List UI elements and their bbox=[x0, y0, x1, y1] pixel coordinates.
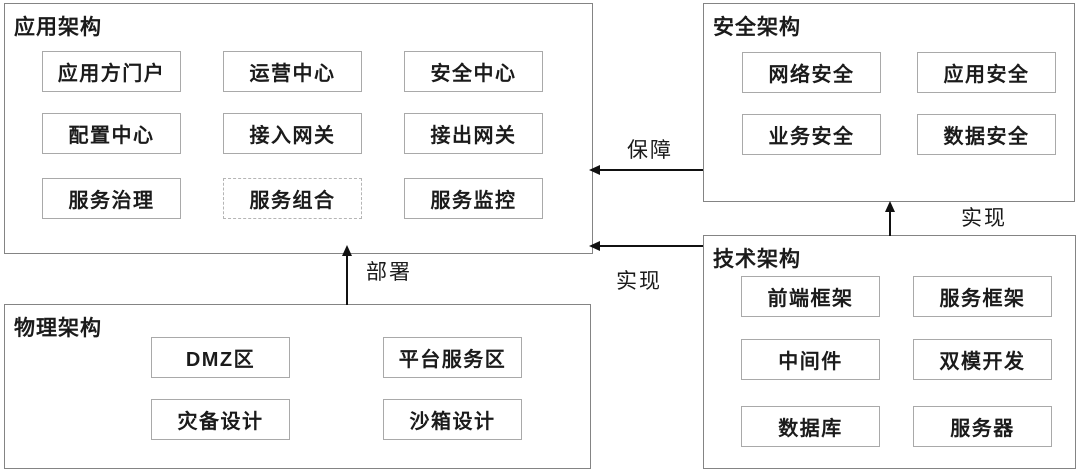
item-inbound-gateway: 接入网关 bbox=[223, 113, 362, 154]
group-title: 安全架构 bbox=[713, 16, 801, 39]
item-data-security: 数据安全 bbox=[917, 114, 1056, 155]
arrowhead-up-icon bbox=[885, 201, 895, 212]
item-outbound-gateway: 接出网关 bbox=[404, 113, 543, 154]
arrowhead-left-icon bbox=[589, 241, 600, 251]
item-operations-center: 运营中心 bbox=[223, 51, 362, 92]
item-config-center: 配置中心 bbox=[42, 113, 181, 154]
item-application-security: 应用安全 bbox=[917, 52, 1056, 93]
arrowhead-up-icon bbox=[342, 245, 352, 256]
group-title: 物理架构 bbox=[14, 317, 102, 340]
group-physical-architecture: 物理架构 DMZ区 平台服务区 灾备设计 沙箱设计 bbox=[4, 304, 591, 469]
item-middleware: 中间件 bbox=[741, 339, 880, 380]
group-title: 应用架构 bbox=[14, 16, 102, 39]
item-dual-mode-development: 双模开发 bbox=[913, 339, 1052, 380]
guarantee-arrow-line bbox=[600, 169, 703, 171]
item-service-governance: 服务治理 bbox=[42, 178, 181, 219]
group-application-architecture: 应用架构 应用方门户 运营中心 安全中心 配置中心 接入网关 接出网关 服务治理… bbox=[4, 3, 593, 254]
item-app-portal: 应用方门户 bbox=[42, 51, 181, 92]
item-business-security: 业务安全 bbox=[742, 114, 881, 155]
item-server: 服务器 bbox=[913, 406, 1052, 447]
realize-vertical-arrow-line bbox=[889, 212, 891, 236]
deploy-arrow-line bbox=[346, 256, 348, 305]
item-service-composition: 服务组合 bbox=[223, 178, 362, 219]
item-platform-service-zone: 平台服务区 bbox=[383, 337, 522, 378]
guarantee-arrow-label: 保障 bbox=[627, 139, 673, 162]
item-sandbox-design: 沙箱设计 bbox=[383, 399, 522, 440]
item-service-monitoring: 服务监控 bbox=[404, 178, 543, 219]
realize-horizontal-arrow-line bbox=[600, 245, 703, 247]
item-network-security: 网络安全 bbox=[742, 52, 881, 93]
item-security-center: 安全中心 bbox=[404, 51, 543, 92]
realize-horizontal-arrow-label: 实现 bbox=[616, 270, 662, 293]
deploy-arrow-label: 部署 bbox=[366, 261, 412, 284]
item-frontend-framework: 前端框架 bbox=[741, 276, 880, 317]
group-security-architecture: 安全架构 网络安全 应用安全 业务安全 数据安全 bbox=[703, 3, 1075, 202]
group-title: 技术架构 bbox=[713, 248, 801, 271]
realize-vertical-arrow-label: 实现 bbox=[961, 207, 1007, 230]
arrowhead-left-icon bbox=[589, 165, 600, 175]
item-database: 数据库 bbox=[741, 406, 880, 447]
group-technology-architecture: 技术架构 前端框架 服务框架 中间件 双模开发 数据库 服务器 bbox=[703, 235, 1076, 469]
item-disaster-recovery-design: 灾备设计 bbox=[151, 399, 290, 440]
item-dmz-zone: DMZ区 bbox=[151, 337, 290, 378]
item-service-framework: 服务框架 bbox=[913, 276, 1052, 317]
